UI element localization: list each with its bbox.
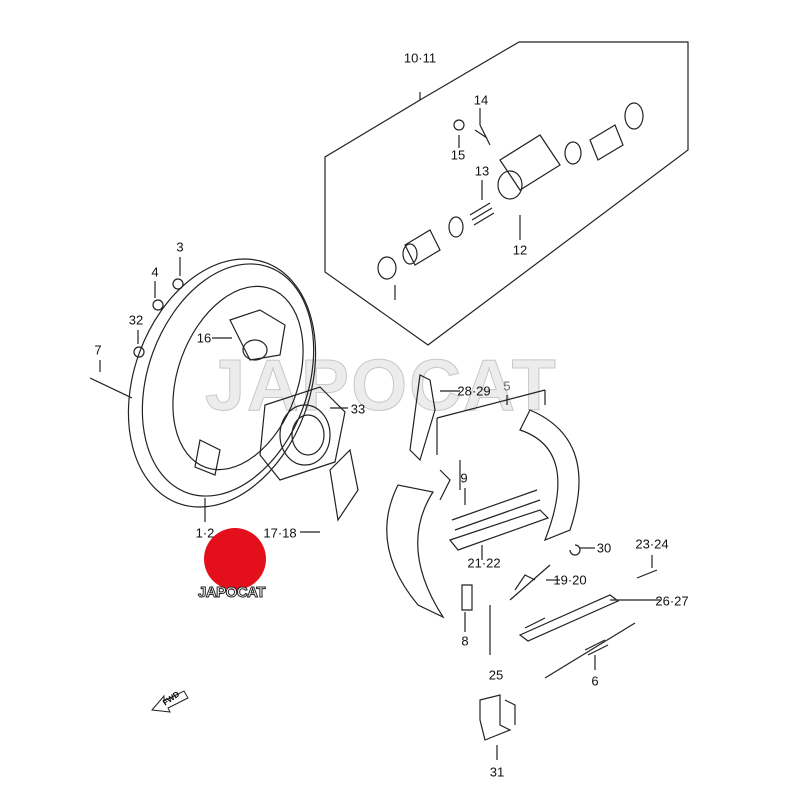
callout-13: 13 (474, 163, 490, 179)
wheel-cylinder-group (324, 41, 689, 346)
callout-31: 31 (489, 764, 505, 780)
japocat-logo: JAPOCAT (197, 528, 278, 608)
callout-33: 33 (350, 401, 366, 417)
callout-15: 15 (450, 147, 466, 163)
callout-19-20: 19·20 (553, 572, 587, 588)
callout-23-24: 23·24 (635, 536, 669, 552)
hub-bearing (259, 386, 348, 481)
callout-26-27: 26·27 (655, 593, 689, 609)
callout-5: 5 (503, 378, 511, 394)
callout-16: 16 (196, 330, 212, 346)
logo-circle (204, 528, 266, 590)
callout-12: 12 (512, 242, 528, 258)
callout-1-2: 1·2 (195, 525, 215, 541)
callout-9: 9 (460, 470, 468, 486)
callout-8: 8 (461, 633, 469, 649)
callout-25: 25 (488, 667, 504, 683)
callout-14: 14 (473, 92, 489, 108)
callout-21-22: 21·22 (467, 555, 501, 571)
callout-4: 4 (151, 264, 159, 280)
callout-32: 32 (128, 312, 144, 328)
callout-10-11: 10·11 (403, 50, 437, 66)
fwd-arrow-icon: FWD (150, 690, 190, 714)
brake-shoes (300, 374, 660, 760)
callout-30: 30 (596, 540, 612, 556)
callout-28-29: 28·29 (457, 383, 491, 399)
watermark: JAPOCAT (205, 346, 558, 427)
logo-text: JAPOCAT (197, 584, 266, 602)
callout-3: 3 (176, 239, 184, 255)
backing-plate (89, 257, 317, 522)
callout-6: 6 (591, 673, 599, 689)
callout-7: 7 (94, 342, 102, 358)
callout-17-18: 17·18 (263, 525, 297, 541)
